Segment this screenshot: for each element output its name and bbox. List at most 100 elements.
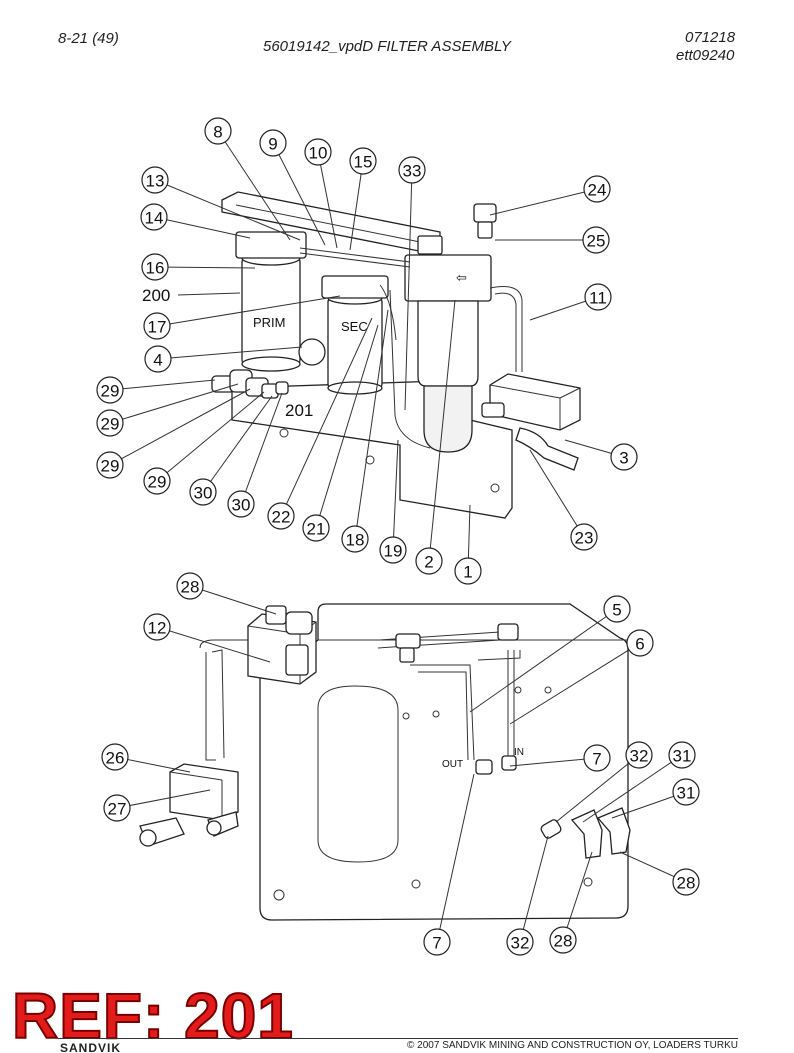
callout-28-b: 28 xyxy=(672,868,700,896)
callout-19: 19 xyxy=(379,536,407,564)
svg-text:29: 29 xyxy=(148,473,167,492)
svg-text:28: 28 xyxy=(181,578,200,597)
document-title: 56019142_vpdD FILTER ASSEMBLY xyxy=(263,38,511,55)
prim-label: PRIM xyxy=(253,315,286,330)
document-code: ett09240 xyxy=(676,47,735,64)
svg-text:28: 28 xyxy=(554,932,573,951)
callout-29-d: 29 xyxy=(143,467,171,495)
callout-3: 3 xyxy=(610,443,638,471)
svg-text:32: 32 xyxy=(630,747,649,766)
svg-text:17: 17 xyxy=(148,318,167,337)
fitting-cluster xyxy=(211,369,289,399)
callout-23: 23 xyxy=(570,523,598,551)
upper-leader-lines xyxy=(109,130,625,572)
out-label: OUT xyxy=(442,759,463,770)
callout-11: 11 xyxy=(584,283,612,311)
callout-5: 5 xyxy=(603,595,631,623)
callout-25: 25 xyxy=(582,226,610,254)
svg-text:29: 29 xyxy=(101,457,120,476)
svg-text:7: 7 xyxy=(592,750,601,769)
svg-text:19: 19 xyxy=(384,542,403,561)
callout-4: 4 xyxy=(144,345,172,373)
callout-31-b: 31 xyxy=(672,778,700,806)
callout-32-a: 32 xyxy=(625,741,653,769)
page-number: 8-21 (49) xyxy=(58,30,119,47)
svg-text:29: 29 xyxy=(101,382,120,401)
svg-text:24: 24 xyxy=(588,181,607,200)
callout-8: 8 xyxy=(204,117,232,145)
svg-text:6: 6 xyxy=(635,635,644,654)
sec-label: SEC xyxy=(341,319,368,334)
callout-30-b: 30 xyxy=(227,490,255,518)
tee-fitting xyxy=(395,633,421,649)
svg-text:31: 31 xyxy=(673,747,692,766)
primary-filter: PRIM xyxy=(235,231,307,372)
svg-text:22: 22 xyxy=(272,508,291,527)
callout-16: 16 xyxy=(141,253,169,281)
callout-28-c: 28 xyxy=(549,926,577,954)
svg-text:5: 5 xyxy=(612,601,621,620)
svg-text:26: 26 xyxy=(106,749,125,768)
plate-cutout xyxy=(317,685,399,863)
in-connector xyxy=(501,755,517,771)
callout-2: 2 xyxy=(415,547,443,575)
document-date: 071218 xyxy=(685,29,736,46)
svg-text:30: 30 xyxy=(232,496,251,515)
lower-assembly-view: OUT IN xyxy=(139,603,631,921)
callout-33: 33 xyxy=(398,156,426,184)
svg-text:25: 25 xyxy=(587,232,606,251)
elbow-fitting xyxy=(473,203,497,223)
callout-10: 10 xyxy=(304,138,332,166)
callout-14: 14 xyxy=(140,203,168,231)
svg-text:9: 9 xyxy=(268,135,277,154)
pressure-gauge xyxy=(298,338,326,366)
callout-32-b: 32 xyxy=(506,928,534,956)
svg-text:32: 32 xyxy=(511,934,530,953)
callout-17: 17 xyxy=(143,312,171,340)
svg-text:8: 8 xyxy=(213,123,222,142)
callout-18: 18 xyxy=(341,525,369,553)
footer-divider xyxy=(58,1038,738,1039)
callout-12: 12 xyxy=(143,613,171,641)
svg-text:31: 31 xyxy=(677,784,696,803)
svg-text:27: 27 xyxy=(108,800,127,819)
lower-elbow-fittings xyxy=(540,807,631,859)
callout-31-a: 31 xyxy=(668,741,696,769)
callout-29-b: 29 xyxy=(96,409,124,437)
svg-text:11: 11 xyxy=(589,289,607,308)
svg-text:33: 33 xyxy=(403,162,422,181)
in-label: IN xyxy=(514,747,524,758)
svg-text:15: 15 xyxy=(354,153,373,172)
svg-text:10: 10 xyxy=(309,144,328,163)
label-201: 201 xyxy=(285,401,313,420)
callout-30-a: 30 xyxy=(189,478,217,506)
callout-24: 24 xyxy=(583,175,611,203)
svg-text:16: 16 xyxy=(146,259,165,278)
callout-27: 27 xyxy=(103,794,131,822)
svg-text:14: 14 xyxy=(145,209,164,228)
svg-text:4: 4 xyxy=(153,351,162,370)
lower-valve-block xyxy=(247,605,317,685)
svg-text:18: 18 xyxy=(346,531,365,550)
lower-left-block xyxy=(139,763,239,847)
callout-13: 13 xyxy=(141,166,169,194)
svg-text:28: 28 xyxy=(677,874,696,893)
callout-15: 15 xyxy=(349,147,377,175)
water-separator: ⇦ xyxy=(404,235,492,453)
svg-text:29: 29 xyxy=(101,415,120,434)
brand-logo-fragment: SANDVIK xyxy=(60,1041,122,1053)
callout-21: 21 xyxy=(302,514,330,542)
copyright-notice: © 2007 SANDVIK MINING AND CONSTRUCTION O… xyxy=(407,1040,738,1051)
callout-7-a: 7 xyxy=(583,744,611,772)
callout-29-a: 29 xyxy=(96,376,124,404)
callout-28-a: 28 xyxy=(176,572,204,600)
svg-text:30: 30 xyxy=(194,484,213,503)
svg-text:12: 12 xyxy=(148,619,167,638)
lower-leader-lines xyxy=(114,585,687,943)
callout-29-c: 29 xyxy=(96,451,124,479)
upper-assembly-view: PRIM SEC ⇦ xyxy=(211,191,581,519)
svg-text:3: 3 xyxy=(619,449,628,468)
svg-text:21: 21 xyxy=(307,520,326,539)
svg-text:23: 23 xyxy=(575,529,594,548)
